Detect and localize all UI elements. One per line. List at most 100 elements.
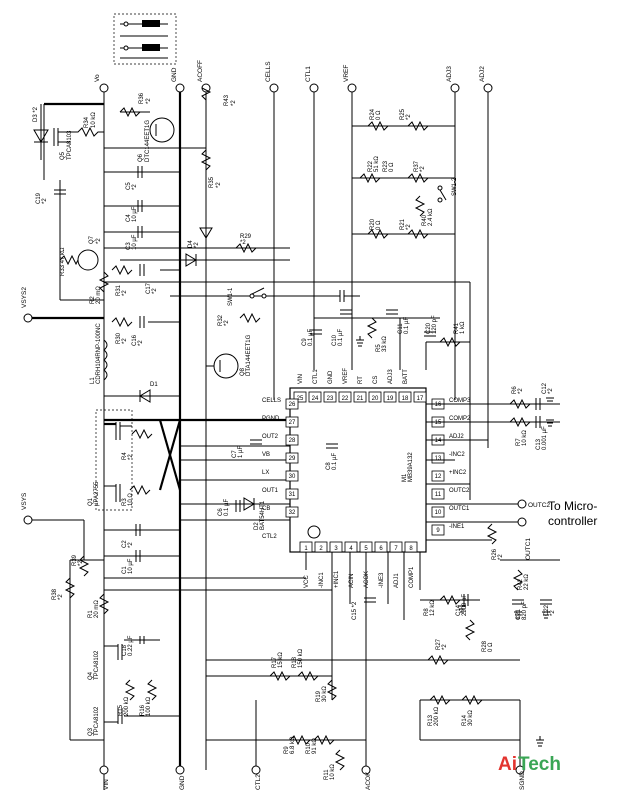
ic-pin-label: COMP3 bbox=[449, 398, 471, 404]
ic-pin-box bbox=[308, 391, 322, 403]
ic-pin-number: 27 bbox=[289, 420, 296, 426]
svg-text:C11: C11 bbox=[398, 323, 404, 334]
svg-text:R1: R1 bbox=[88, 610, 94, 618]
svg-text:Q3: Q3 bbox=[88, 727, 94, 736]
terminal-cells: CELLS bbox=[265, 61, 272, 82]
svg-text:R31: R31 bbox=[116, 284, 122, 296]
ic-pins: 25VIN24CTL123GND22VREF21RT20CS19ADJ318BA… bbox=[262, 368, 471, 588]
svg-text:R34: R34 bbox=[84, 116, 90, 128]
ic-pin-label: +INC2 bbox=[449, 470, 467, 476]
svg-text:*2: *2 bbox=[152, 288, 158, 294]
ic-pin-box bbox=[404, 541, 418, 553]
svg-text:Q7: Q7 bbox=[89, 235, 95, 244]
svg-text:91 kΩ: 91 kΩ bbox=[312, 738, 318, 754]
svg-text:R22: R22 bbox=[368, 160, 374, 172]
svg-text:0 Ω: 0 Ω bbox=[376, 110, 382, 120]
svg-text:C8: C8 bbox=[326, 462, 332, 470]
q7-group: Q7 *2 R33 47 kΩ R2 20 mΩ R31 *2 C17 *2 bbox=[59, 235, 471, 500]
ic-pin-box bbox=[285, 416, 299, 428]
svg-text:0.1 µF: 0.1 µF bbox=[404, 317, 410, 334]
ic-pin-box bbox=[431, 452, 445, 464]
terminal-ctl2: CTL2 bbox=[255, 774, 262, 790]
svg-text:150 kΩ: 150 kΩ bbox=[298, 648, 304, 668]
svg-text:*2: *2 bbox=[216, 182, 222, 188]
ic-pin-number: 13 bbox=[435, 456, 442, 462]
svg-text:820 pF: 820 pF bbox=[522, 601, 528, 620]
q5-group: D3 *2 Q5 TPCA8103 R34 10 kΩ R36 *2 Q6 DT… bbox=[33, 87, 237, 188]
svg-text:*2: *2 bbox=[224, 320, 230, 326]
svg-text:Q5: Q5 bbox=[60, 151, 66, 160]
svg-text:C4: C4 bbox=[126, 214, 132, 222]
svg-text:C5: C5 bbox=[126, 182, 132, 190]
ic-pin-number: 12 bbox=[435, 474, 442, 480]
logo-part2: Tech bbox=[518, 754, 561, 775]
svg-text:R41: R41 bbox=[454, 322, 460, 334]
svg-text:*2: *2 bbox=[406, 114, 412, 120]
svg-text:C21: C21 bbox=[516, 608, 522, 620]
top-terminals: Vo GND ACOFF CELLS CTL1 VREF ADJ3 ADJ2 bbox=[94, 60, 493, 790]
svg-text:C10: C10 bbox=[332, 334, 338, 346]
svg-text:D2: D2 bbox=[254, 522, 260, 530]
ic-pin-label: CB bbox=[262, 506, 270, 512]
svg-text:DTA144EET1G: DTA144EET1G bbox=[246, 334, 252, 376]
ic-part: MB39A132 bbox=[408, 452, 414, 482]
terminal-vo: Vo bbox=[94, 74, 101, 82]
svg-text:R15: R15 bbox=[118, 704, 124, 716]
ic-pin-number: 10 bbox=[435, 510, 442, 516]
svg-text:R40: R40 bbox=[422, 214, 428, 226]
ic-pin-label: -INE1 bbox=[449, 524, 465, 530]
ic-pin-number: 24 bbox=[312, 396, 319, 402]
svg-text:*2: *2 bbox=[420, 166, 426, 172]
adj-resistor-network: R24 0 Ω R25 *2 R22 51 kΩ R23 0 Ω R37 *2 … bbox=[352, 108, 458, 240]
svg-text:Q6: Q6 bbox=[138, 153, 144, 162]
svg-text:µPA2755: µPA2755 bbox=[94, 481, 100, 506]
aitech-logo: Ai Tech bbox=[498, 754, 561, 775]
ic-pin-label: ACIN bbox=[349, 574, 355, 588]
ic-pin-label: GND bbox=[328, 370, 334, 384]
ic-pin-number: 7 bbox=[394, 546, 398, 552]
svg-text:C19: C19 bbox=[36, 192, 42, 204]
svg-text:C3: C3 bbox=[126, 242, 132, 250]
ground-symbols bbox=[356, 336, 554, 747]
ic-pin-label: COMP2 bbox=[449, 416, 471, 422]
svg-text:R29: R29 bbox=[240, 234, 252, 240]
svg-text:TPCA8102: TPCA8102 bbox=[94, 706, 100, 736]
ic-pin-box bbox=[431, 524, 445, 536]
ic-pin-number: 31 bbox=[289, 492, 296, 498]
ic-pin-number: 11 bbox=[435, 492, 442, 498]
svg-text:*2: *2 bbox=[78, 560, 84, 566]
l1-group: R30 *2 C16 *2 L1 CDRH104RNP-100NC bbox=[90, 316, 180, 384]
r29-line: R29 *2 bbox=[104, 234, 290, 267]
ic-pin-number: 3 bbox=[334, 546, 338, 552]
svg-text:R9: R9 bbox=[284, 746, 290, 754]
ic-pin-box bbox=[374, 541, 388, 553]
svg-text:L1: L1 bbox=[90, 377, 96, 384]
svg-text:*2: *2 bbox=[128, 454, 134, 460]
svg-text:C22: C22 bbox=[544, 604, 550, 616]
svg-text:Q4: Q4 bbox=[88, 671, 94, 680]
ic-pin-number: 6 bbox=[379, 546, 383, 552]
ic-pin-box bbox=[329, 541, 343, 553]
terminal-adj2: ADJ2 bbox=[479, 66, 486, 82]
svg-text:1 kΩ: 1 kΩ bbox=[460, 321, 466, 334]
svg-text:*2: *2 bbox=[96, 238, 102, 244]
ic-pin-label: -INE3 bbox=[379, 572, 385, 588]
svg-text:C7: C7 bbox=[232, 450, 238, 458]
bootstrap-group: C7 1 µF C6 0.1 µF D2 BAT54HT1 C8 0.1 µF bbox=[180, 439, 338, 530]
svg-text:R27: R27 bbox=[436, 638, 442, 650]
svg-text:0.1 µF: 0.1 µF bbox=[338, 329, 344, 346]
terminal-vsys2: VSYS2 bbox=[21, 287, 28, 308]
ic-pin-box bbox=[285, 434, 299, 446]
ic-pin-box bbox=[285, 488, 299, 500]
svg-text:20 mΩ: 20 mΩ bbox=[96, 286, 102, 304]
terminal-outc2: OUTC2 bbox=[528, 502, 550, 509]
svg-text:R18: R18 bbox=[292, 656, 298, 668]
svg-text:C13: C13 bbox=[536, 438, 542, 450]
svg-text:C16: C16 bbox=[132, 334, 138, 346]
ic-pin-label: CELLS bbox=[262, 398, 281, 404]
ic-name: M1 bbox=[402, 473, 408, 482]
ic-pin-number: 25 bbox=[297, 396, 304, 402]
ic-pin-box bbox=[285, 452, 299, 464]
svg-text:33 kΩ: 33 kΩ bbox=[382, 336, 388, 352]
svg-text:0.1 µF: 0.1 µF bbox=[308, 329, 314, 346]
